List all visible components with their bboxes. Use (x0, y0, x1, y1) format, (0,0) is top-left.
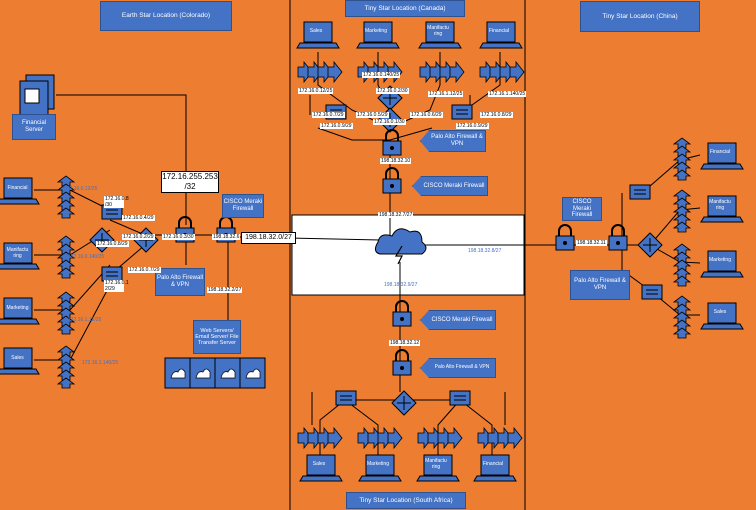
south-africa-router-1-icon (335, 390, 357, 406)
cloud-icon (374, 228, 427, 265)
canada-manufacturing-label: Manifactu ring (427, 24, 449, 37)
canada-router-2-icon (451, 104, 473, 120)
ip-label: 172.16.0.12/25 (298, 88, 334, 94)
canada-meraki-label: CISCO Meraki Firewall (412, 176, 488, 196)
server-rack-icon (164, 357, 266, 389)
china-switch-2-icon (673, 189, 691, 233)
ip-label: 198.18.32.12 (389, 340, 421, 346)
south-africa-meraki-label: CISCO Meraki Firewall (420, 310, 496, 330)
colorado-switch-4-icon (57, 345, 75, 389)
china-financial-label: Financial (709, 148, 730, 155)
south-africa-core-router-icon (391, 390, 417, 416)
canada-palo-lock-icon (382, 129, 402, 156)
colorado-servers-label: Web Servers/ Email Server/ File Transfer… (193, 320, 241, 354)
ip-label: 172.16.0.2/30 (376, 88, 409, 94)
ip-label: 172.16.0.2/29 (122, 234, 155, 240)
canada-switch-1-icon (297, 61, 343, 83)
canada-financial-label: Financial (488, 27, 509, 34)
colorado-switch-1-icon (57, 175, 75, 219)
financial-server-icon (19, 74, 55, 116)
china-palo-label: Palo Alto Firewall & VPN (570, 270, 630, 300)
ip-label: 198.18.32.11 (576, 240, 607, 246)
china-switch-4-icon (673, 295, 691, 339)
china-switch-1-icon (673, 137, 691, 181)
ip-label: 172.16.0.1 2/29 (104, 280, 129, 292)
china-sales-label: Sales (713, 308, 727, 315)
ip-label: 172.16.0.1/30 (373, 119, 406, 125)
south-africa-switch-4-icon (477, 427, 523, 449)
ip-label: 172.16.1.140/25 (488, 91, 527, 97)
china-meraki-label: CISCO Meraki Firewall (562, 197, 602, 221)
colorado-core-router-left-icon (89, 227, 115, 253)
south-africa-marketing-label: Marketing (367, 460, 389, 467)
south-africa-financial-label: Financial (482, 460, 503, 467)
ip-label: 198.18.32.8/27 (468, 248, 502, 254)
china-switch-3-icon (673, 243, 691, 287)
colorado-financial-label: Financial (7, 184, 28, 191)
ip-label: 172.16.0.9/29 (320, 123, 353, 129)
location-title-colorado: Earth Star Location (Colorado) (100, 1, 232, 31)
china-manufacturing-label: Manifactu ring (709, 198, 731, 211)
china-meraki-lock-icon (555, 224, 575, 251)
location-title-china: Tiny Star Location (China) (580, 1, 700, 32)
ip-label: 172.16.0.4/29 (122, 215, 155, 221)
colorado-sales-label: Sales (11, 354, 24, 361)
colorado-subnet-32: 172.16.255.253 /32 (161, 171, 219, 193)
canada-sales-label: Sales (309, 27, 323, 34)
colorado-router-2-icon (101, 266, 123, 282)
canada-palo-label: Palo Alto Firewall & VPN (420, 130, 486, 152)
ip-label: 198.18.32.9/27 (384, 282, 418, 288)
ip-label: 198.18.32.10 (380, 158, 412, 164)
colorado-switch-3-icon (57, 291, 75, 335)
ip-label: 172.16.0.7/29 (128, 267, 161, 273)
south-africa-router-2-icon (449, 390, 471, 406)
south-africa-switch-2-icon (357, 427, 403, 449)
colorado-meraki-label: CISCO Meraki Firewall (222, 194, 264, 218)
location-title-canada: Tiny Star Location (Canada) (345, 0, 465, 17)
china-router-1-icon (629, 184, 651, 200)
colorado-marketing-label: Marketing (6, 304, 29, 311)
ip-label: 172.16.0.7/29 (312, 112, 345, 118)
ip-label: 172.16.0.8/29 (480, 112, 513, 118)
ip-label: 172.16.0.140/25 (362, 72, 401, 78)
ip-label: 198.18.32.6 (212, 234, 241, 240)
internet-zone (291, 214, 525, 296)
south-africa-manufacturing-label: Manifactu ring (425, 457, 447, 470)
ip-label: 172.16.0.8/29 (96, 241, 129, 247)
canada-marketing-label: Marketing (365, 27, 387, 34)
location-title-south-africa: Tiny Star Location (South Africa) (346, 492, 466, 509)
ip-label: 172.16.0.8 /30 (104, 196, 129, 208)
south-africa-palo-label: Palo Alto Firewall & VPN (420, 358, 496, 378)
canada-switch-3-icon (419, 61, 465, 83)
ip-label: 172.16.0.3/30 (162, 234, 195, 240)
canada-switch-4-icon (479, 61, 525, 83)
china-router-2-icon (641, 284, 663, 300)
canada-meraki-lock-icon (382, 167, 402, 194)
south-africa-palo-lock-icon (392, 349, 412, 376)
south-africa-meraki-lock-icon (392, 300, 412, 327)
ip-label: 172.16.0.6/29 (410, 112, 443, 118)
south-africa-sales-label: Sales (312, 460, 326, 467)
ip-label: 172.16.0.12/25 (64, 186, 98, 192)
financial-server-label: Financial Server (12, 114, 56, 140)
ip-label: 198.18.32.7/27 (378, 212, 414, 218)
ip-label: 172.16.0.5/29 (356, 112, 389, 118)
ip-label: 198.18.32.2/27 (207, 287, 243, 293)
china-palo-lock-icon (608, 224, 628, 251)
ip-label: 172.16.0.140/25 (68, 254, 105, 260)
ip-label: 172.16.1.12/25 (68, 317, 102, 323)
china-marketing-label: Marketing (709, 256, 731, 263)
colorado-manufacturing-label: Manifactu ring (6, 246, 29, 259)
colorado-wan-subnet: 198.18.32.0/27 (241, 232, 296, 244)
ip-label: 172.16.1.140/25 (82, 360, 119, 366)
china-core-router-icon (637, 232, 663, 258)
south-africa-switch-3-icon (417, 427, 463, 449)
colorado-palo-label: Palo Alto Firewall & VPN (155, 268, 205, 296)
ip-label: 172.16.1.12/25 (428, 91, 464, 97)
ip-label: 172.16.0.9/29 (456, 123, 489, 129)
